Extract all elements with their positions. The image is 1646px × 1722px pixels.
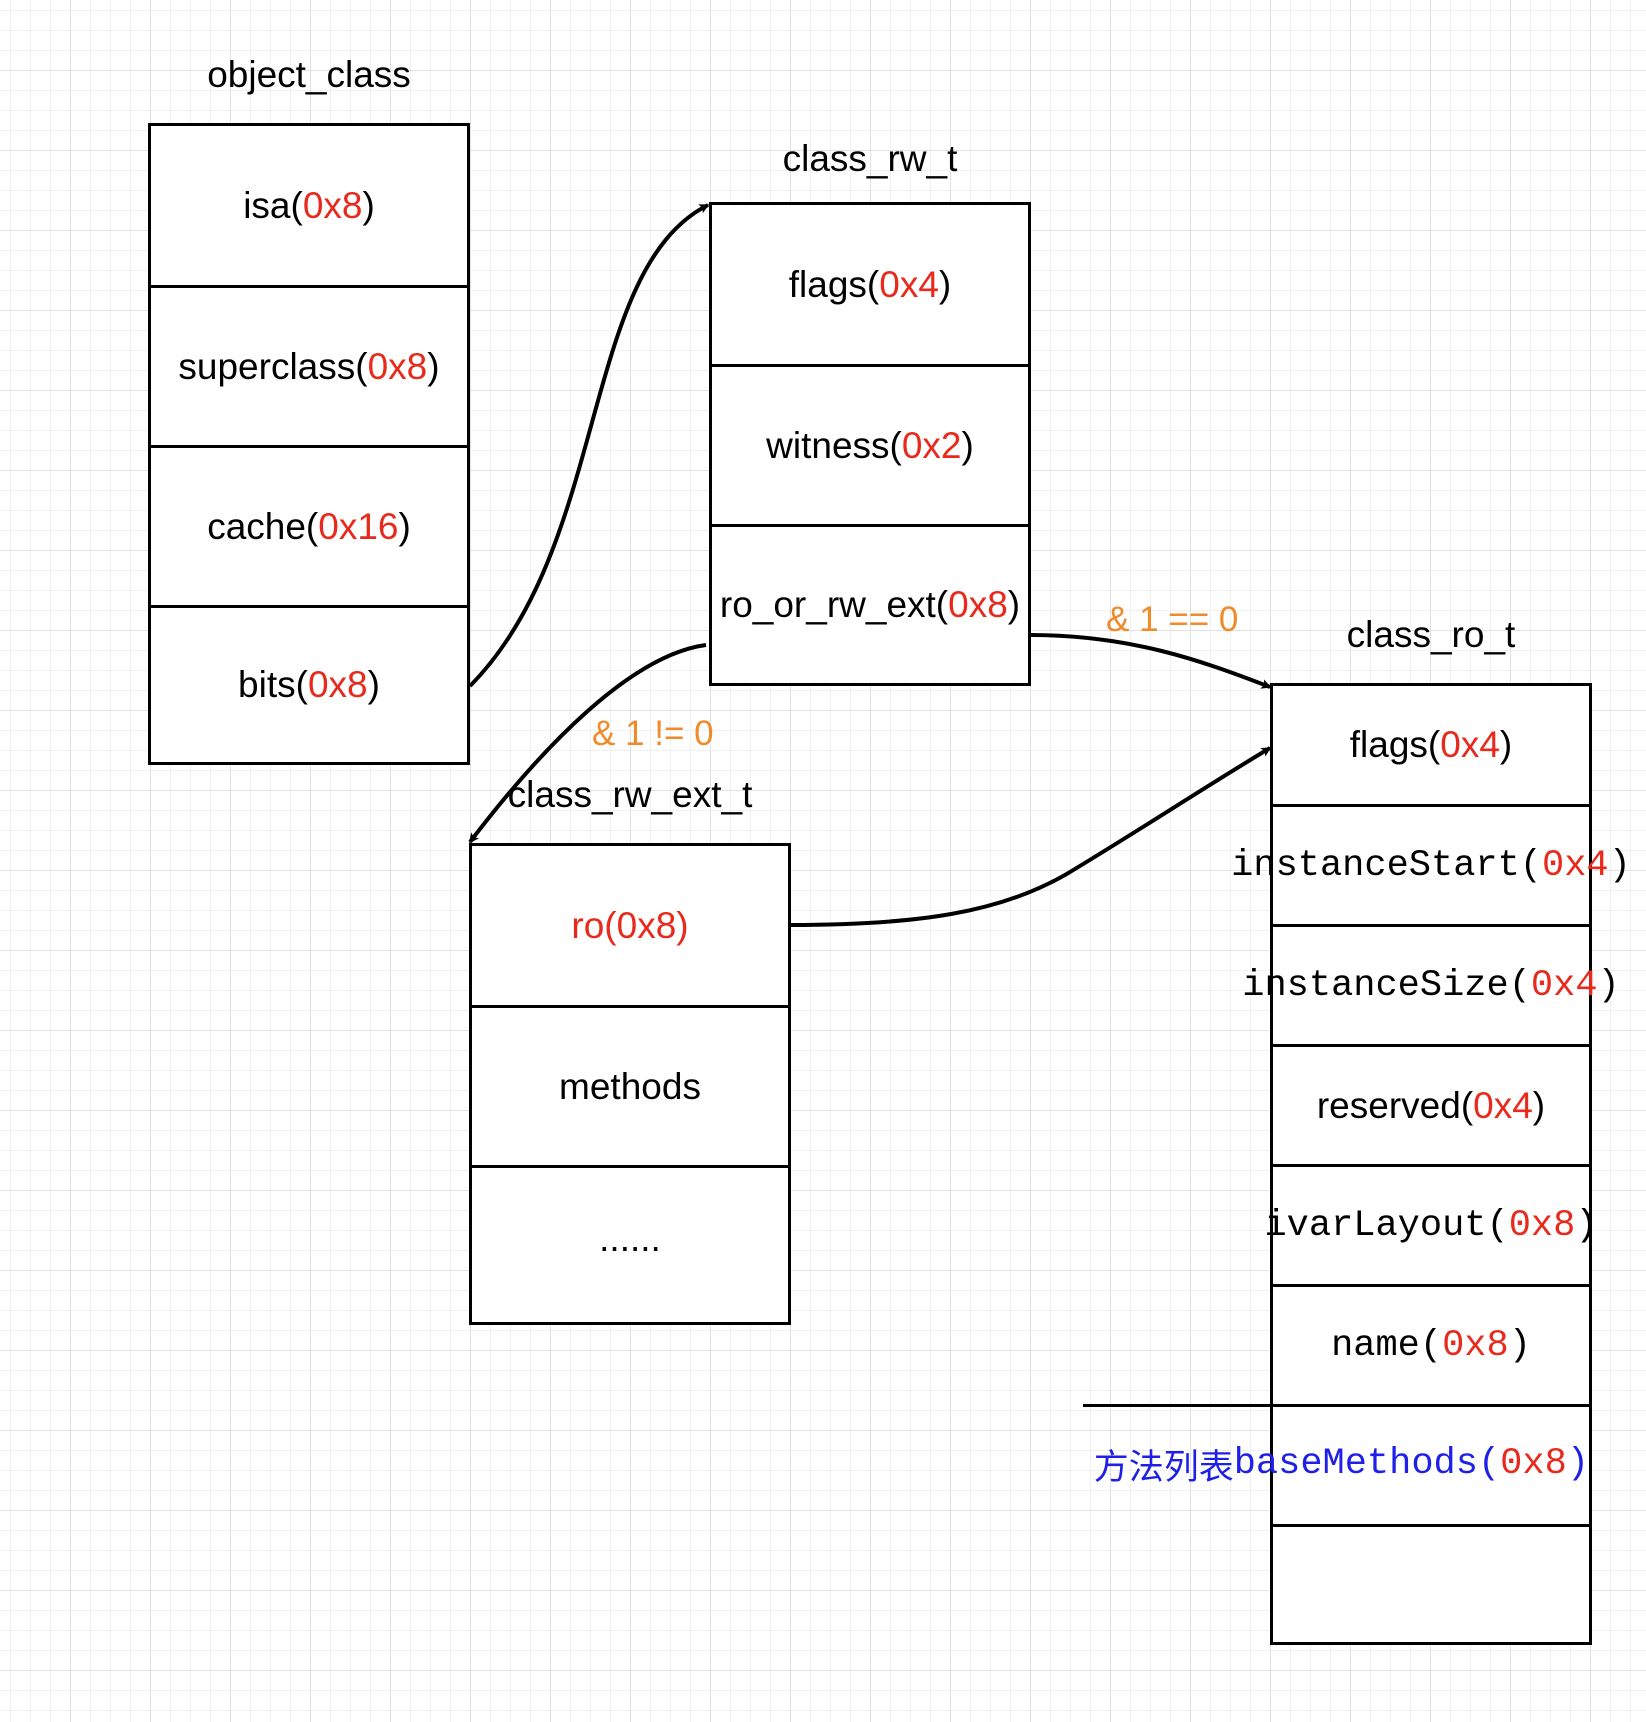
cache-field: cache(0x16) — [151, 445, 467, 605]
ro-or-rw-ext-field: ro_or_rw_ext(0x8) — [712, 524, 1028, 683]
class-ro-t-box: flags(0x4) instanceStart(0x4) instanceSi… — [1094, 683, 1631, 1645]
instance-size-field: instanceSize(0x4) — [1242, 924, 1620, 1044]
isa-field: isa(0x8) — [243, 184, 375, 226]
empty-field — [1273, 1524, 1589, 1642]
class-rw-t-box: flags(0x4) witness(0x2) ro_or_rw_ext(0x8… — [709, 202, 1031, 686]
name-size: 0x8 — [1442, 1324, 1509, 1367]
ivar-layout-field: ivarLayout(0x8) — [1264, 1164, 1598, 1284]
base-methods-field: 方法列表 baseMethods(0x8) — [1083, 1404, 1589, 1524]
ro-flags-size: 0x4 — [1440, 724, 1500, 765]
object-class-title: object_class — [207, 54, 411, 95]
bits-field: bits(0x8) — [151, 605, 467, 762]
ro-field: ro(0x8) — [571, 904, 689, 946]
ro-to-class-ro-t-arrow — [789, 746, 1272, 927]
methods-field: methods — [472, 1005, 788, 1165]
ro-branch-condition: & 1 == 0 — [1106, 600, 1239, 639]
ro-or-rw-ext-size: 0x8 — [948, 584, 1008, 625]
cache-size: 0x16 — [318, 505, 399, 547]
rw-flags-size: 0x4 — [879, 263, 939, 305]
ext-branch-condition: & 1 != 0 — [592, 714, 714, 753]
method-list-label: 方法列表 — [1093, 1447, 1234, 1488]
class-rw-ext-t-title: class_rw_ext_t — [507, 774, 753, 815]
superclass-field: superclass(0x8) — [151, 285, 467, 445]
witness-field: witness(0x2) — [712, 364, 1028, 524]
bits-to-class-rw-t-arrow — [468, 203, 710, 688]
rw-flags-field: flags(0x4) — [788, 263, 952, 305]
witness-size: 0x2 — [901, 424, 962, 466]
bits-size: 0x8 — [307, 664, 368, 705]
base-methods-size: 0x8 — [1500, 1443, 1567, 1485]
ro-or-rw-ext-to-class-ro-t-arrow — [1029, 633, 1272, 689]
name-field: name(0x8) — [1273, 1284, 1589, 1404]
instance-start-size: 0x4 — [1542, 844, 1609, 887]
ivar-layout-size: 0x8 — [1508, 1204, 1576, 1247]
object-class-box: isa(0x8) superclass(0x8) cache(0x16) bit… — [148, 123, 470, 765]
isa-size: 0x8 — [302, 184, 363, 226]
class-rw-ext-t-box: ro(0x8) methods ...... — [469, 843, 791, 1325]
instance-start-field: instanceStart(0x4) — [1231, 804, 1631, 924]
instance-size-size: 0x4 — [1530, 964, 1598, 1007]
reserved-field: reserved(0x4) — [1273, 1044, 1589, 1164]
class-ro-t-title: class_ro_t — [1346, 614, 1516, 655]
ro-flags-field: flags(0x4) — [1349, 724, 1513, 765]
class-rw-t-title: class_rw_t — [782, 138, 958, 179]
superclass-size: 0x8 — [367, 345, 428, 387]
ellipsis-field: ...... — [472, 1165, 788, 1322]
reserved-size: 0x4 — [1473, 1084, 1533, 1126]
